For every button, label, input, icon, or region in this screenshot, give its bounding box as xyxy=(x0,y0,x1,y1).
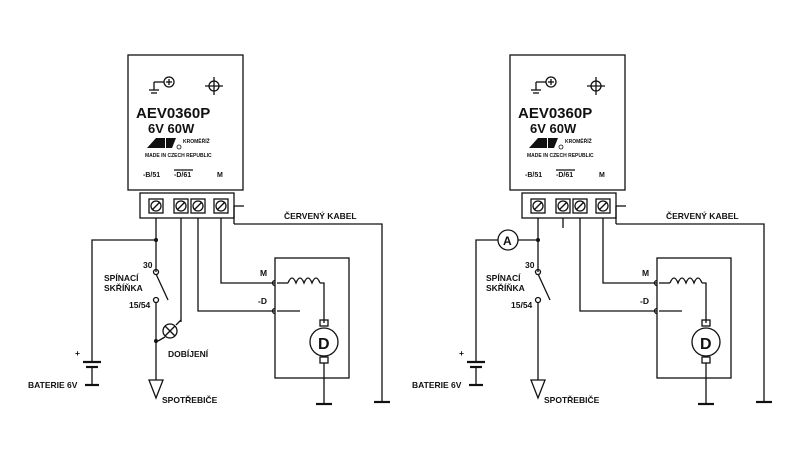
consumers-label: SPOTŘEBIČE xyxy=(162,394,218,405)
terminal-block xyxy=(139,192,235,219)
dynamo-icon xyxy=(691,327,721,357)
battery-label-2: BATERIE 6V xyxy=(412,380,462,390)
motor-terminal-d-2: -D xyxy=(640,296,649,306)
regulator-city-2: KROMĚŘÍŽ xyxy=(565,137,592,145)
charging-lamp-label: DOBÍJENÍ xyxy=(168,349,209,359)
battery-label: BATERIE 6V xyxy=(28,380,78,390)
switch-box-label-1-2: SPÍNACÍ xyxy=(486,273,521,283)
red-cable-label-2: ČERVENÝ KABEL xyxy=(666,210,739,221)
motor-terminal-m-2: M xyxy=(642,268,649,278)
switch-terminal-1554: 15/54 xyxy=(129,300,151,310)
terminal-label-d61-2: -D/61 xyxy=(556,172,573,179)
dynamo-box xyxy=(274,257,350,379)
switch-terminal-30-2: 30 xyxy=(525,260,535,270)
battery-plus-label: + xyxy=(75,348,80,358)
regulator-made-in: MADE IN CZECH REPUBLIC xyxy=(145,153,212,159)
ammeter-label: A xyxy=(503,234,512,248)
terminal-block-2 xyxy=(521,192,617,219)
battery-plus-label-2: + xyxy=(459,348,464,358)
field-coil-icon xyxy=(669,277,703,285)
regulator-body xyxy=(127,54,244,191)
consumers-label-2: SPOTŘEBIČE xyxy=(544,394,600,405)
charging-lamp-icon xyxy=(162,323,178,339)
diagram-left-charging-lamp: AEV0360P 6V 60W KROMĚŘÍŽ MADE IN CZECH R… xyxy=(28,54,390,406)
regulator-model-2: AEV0360P xyxy=(518,105,592,122)
dynamo-label: D xyxy=(318,336,330,353)
terminal-label-d61: -D/61 xyxy=(174,172,191,179)
dynamo-label-2: D xyxy=(700,336,712,353)
terminal-label-m-2: M xyxy=(599,172,605,179)
switch-box-label-1: SPÍNACÍ xyxy=(104,273,139,283)
terminal-label-b51: -B/51 xyxy=(143,172,160,179)
motor-terminal-m: M xyxy=(260,268,267,278)
battery-icon xyxy=(467,358,485,387)
consumers-arrow-icon xyxy=(530,379,546,400)
dynamo-icon xyxy=(309,327,339,357)
cross-target-icon xyxy=(205,77,223,95)
terminal-label-b51-2: -B/51 xyxy=(525,172,542,179)
regulator-rating: 6V 60W xyxy=(148,121,195,136)
consumers-arrow-icon xyxy=(148,379,164,400)
switch-box-label-2-2: SKŘÍŇKA xyxy=(486,282,525,293)
regulator-city: KROMĚŘÍŽ xyxy=(183,137,210,145)
cross-target-icon xyxy=(587,77,605,95)
regulator-model: AEV0360P xyxy=(136,105,210,122)
terminal-screws xyxy=(530,198,611,214)
aev-logo-icon xyxy=(147,138,182,150)
switch-box-label-2: SKŘÍŇKA xyxy=(104,282,143,293)
aev-logo-icon xyxy=(529,138,564,150)
regulator-rating-2: 6V 60W xyxy=(530,121,577,136)
terminal-label-m: M xyxy=(217,172,223,179)
ground-plus-icon xyxy=(531,76,557,94)
regulator-made-in-2: MADE IN CZECH REPUBLIC xyxy=(527,153,594,159)
terminal-screws xyxy=(148,198,229,214)
ground-plus-icon xyxy=(149,76,175,94)
motor-terminal-d: -D xyxy=(258,296,267,306)
switch-terminal-1554-2: 15/54 xyxy=(511,300,533,310)
field-coil-icon xyxy=(287,277,321,285)
regulator-body-2 xyxy=(509,54,626,191)
battery-icon xyxy=(83,358,101,387)
diagram-right-ammeter: AEV0360P 6V 60W KROMĚŘÍŽ MADE IN CZECH R… xyxy=(412,54,772,406)
dynamo-box-2 xyxy=(656,257,732,379)
switch-terminal-30: 30 xyxy=(143,260,153,270)
red-cable-label: ČERVENÝ KABEL xyxy=(284,210,357,221)
